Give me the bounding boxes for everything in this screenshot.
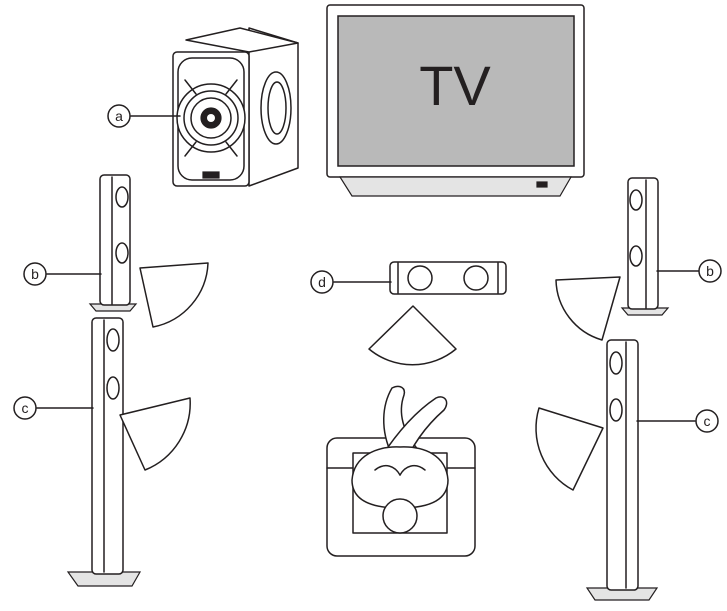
rear-left-sound-wedge (119, 397, 191, 471)
center-sound-wedge (368, 305, 457, 366)
callout-a-label: a (115, 108, 123, 124)
tv-set: TV (326, 4, 585, 197)
callout-b-right: b (656, 259, 722, 283)
callout-b-left-label: b (31, 266, 39, 282)
listener (351, 385, 449, 534)
tv-stand (338, 176, 573, 197)
callout-c-right: c (636, 409, 719, 433)
center-speaker (389, 261, 507, 295)
front-right-sound-wedge (555, 276, 621, 341)
callout-b-left: b (23, 262, 102, 286)
front-left-sound-wedge (139, 262, 209, 328)
front-left-speaker (88, 174, 138, 312)
subwoofer (172, 27, 299, 187)
tv-screen (337, 15, 575, 167)
rear-left-speaker (66, 317, 142, 587)
callout-c-left-label: c (22, 400, 29, 416)
callout-a: a (107, 104, 181, 128)
callout-d-label: d (318, 274, 326, 290)
rear-right-sound-wedge (535, 407, 604, 491)
callout-c-left: c (13, 396, 94, 420)
callout-b-right-label: b (706, 263, 714, 279)
rear-right-speaker (585, 339, 659, 601)
callout-d: d (310, 270, 392, 294)
callout-c-right-label: c (704, 413, 711, 429)
front-right-speaker (620, 177, 670, 316)
tv-label: TV (419, 54, 491, 117)
